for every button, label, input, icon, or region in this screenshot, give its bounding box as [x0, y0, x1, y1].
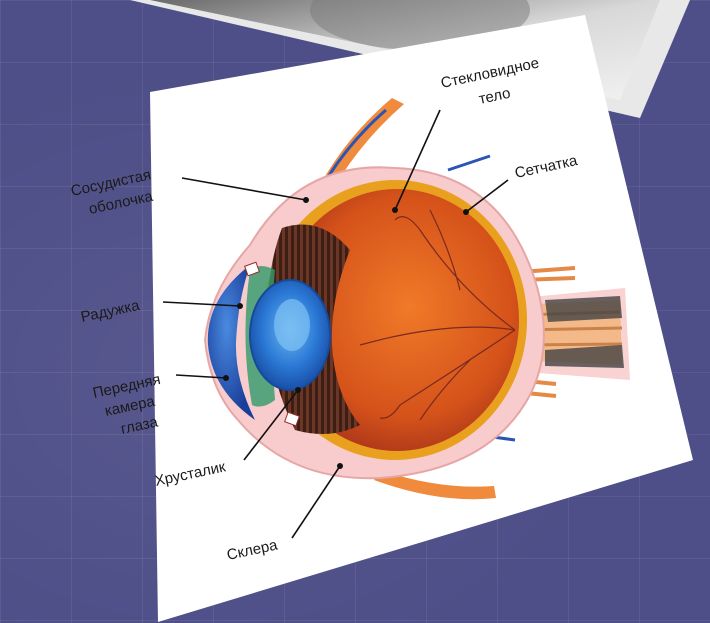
dot-vitreous	[392, 207, 398, 213]
dot-iris	[237, 303, 243, 309]
dot-choroid	[303, 197, 309, 203]
label-anterior-3: глаза	[119, 413, 160, 438]
dot-anterior	[223, 375, 229, 381]
dot-lens	[295, 387, 301, 393]
dot-retina	[463, 209, 469, 215]
label-iris: Радужка	[79, 297, 141, 326]
lens-highlight	[274, 299, 310, 351]
dot-sclera	[337, 463, 343, 469]
